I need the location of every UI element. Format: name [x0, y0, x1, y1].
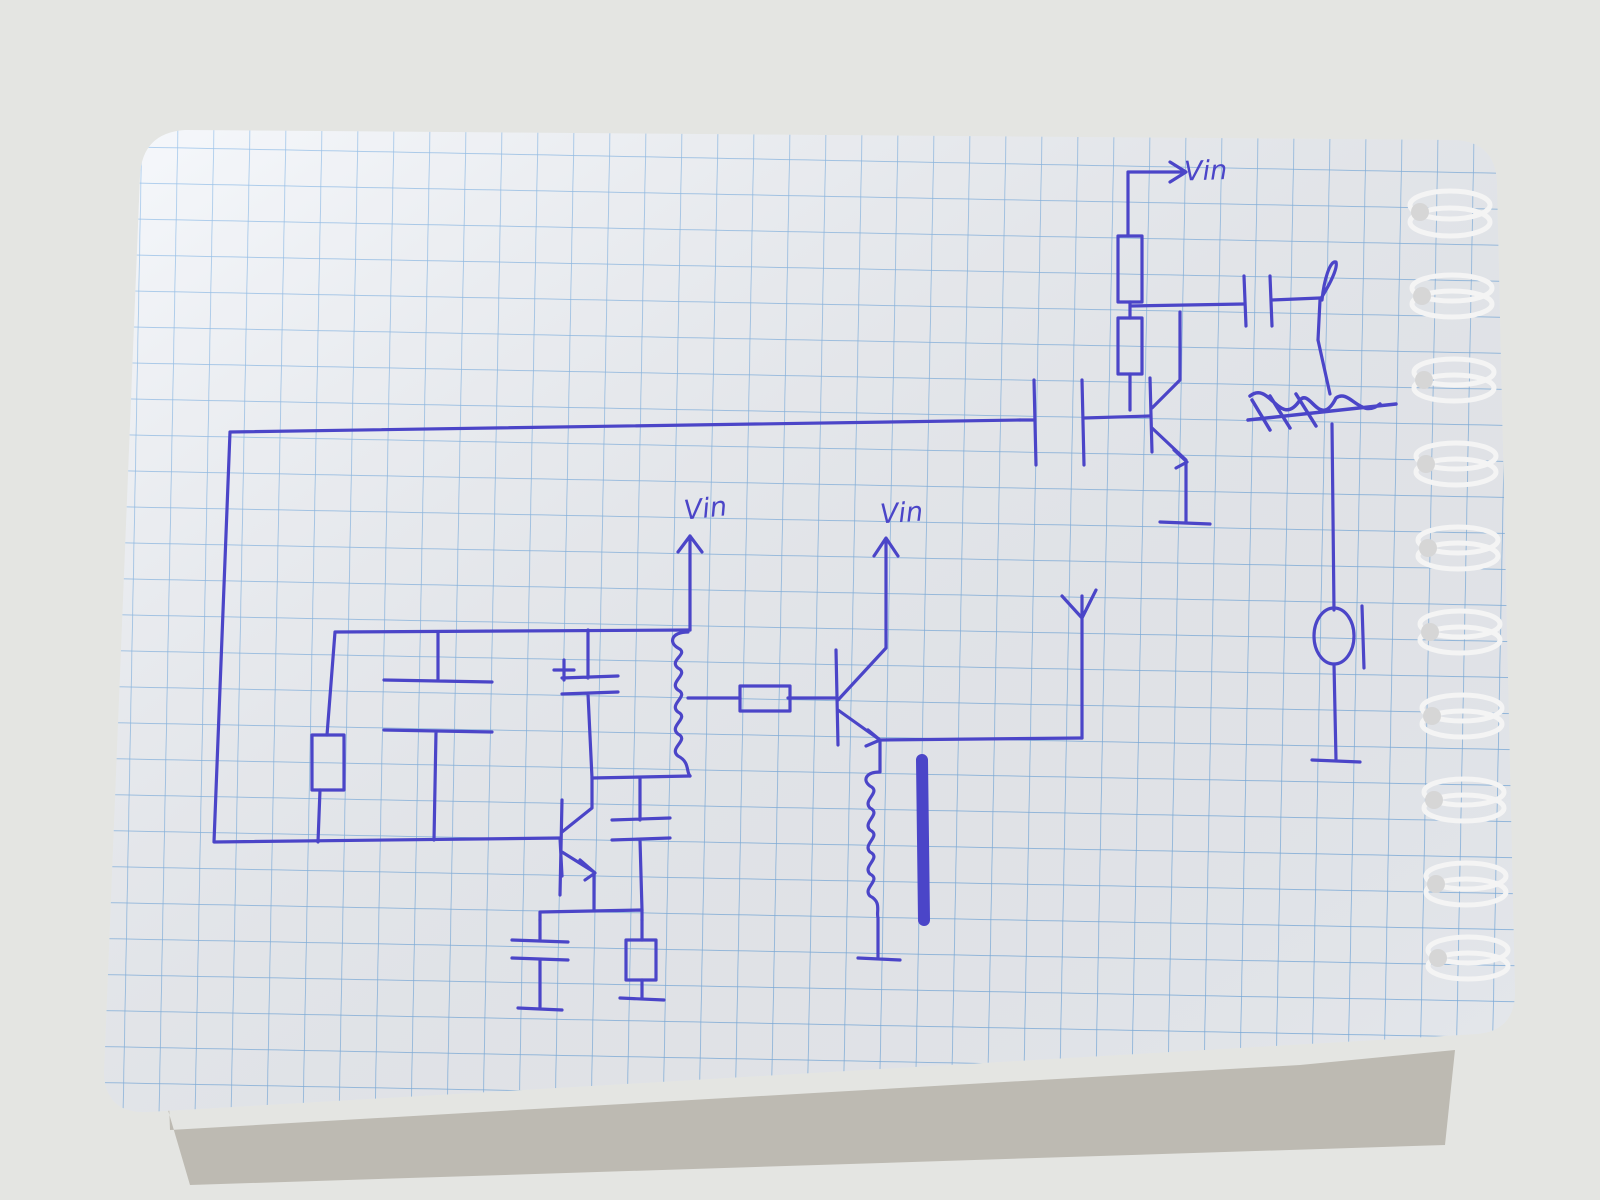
inductor-tank: [670, 630, 692, 778]
spiral-ring: [1407, 188, 1493, 239]
transistor-amplifier: [1148, 310, 1212, 526]
spiral-ring: [1419, 692, 1505, 740]
spiral-ring: [1425, 934, 1511, 982]
resistor-left: [310, 733, 346, 792]
oscillator-tank: [552, 628, 692, 912]
transistor-buffer: [834, 536, 1098, 962]
spiral-ring: [1411, 356, 1497, 404]
vin-label-left: Vin: [682, 491, 728, 526]
probe-pin: [1316, 260, 1338, 342]
capacitor-electrolytic: [552, 628, 620, 780]
transistor-oscillator: [510, 776, 666, 1012]
feedback-wire: [212, 418, 1022, 844]
ferrite-rod: [916, 754, 930, 926]
antenna: [1060, 588, 1098, 740]
spiral-ring: [1409, 272, 1495, 320]
spiral-ring: [1413, 440, 1499, 488]
scribble-component: [1246, 391, 1398, 432]
spiral-binding: [1407, 188, 1511, 982]
spiral-ring: [1417, 608, 1503, 656]
vin-label-middle: Vin: [879, 496, 924, 530]
capacitor-emitter: [510, 918, 570, 1012]
rc-network: [310, 628, 692, 844]
vin-supply-left: [676, 534, 704, 632]
spiral-ring: [1421, 776, 1507, 824]
circuit-schematic: [212, 160, 1398, 1012]
capacitor-output: [1242, 274, 1322, 328]
spiral-ring: [1415, 524, 1501, 572]
capacitor-coupling: [1018, 378, 1152, 467]
vin-labels: Vin Vin Vin: [682, 155, 1227, 530]
spiral-ring: [1423, 860, 1509, 908]
notebook-cardboard-back: [140, 285, 1455, 1185]
vin-label-top: Vin: [1184, 155, 1228, 187]
amplifier-stage: [1018, 160, 1398, 764]
capacitor-left: [382, 630, 494, 842]
inductor-antenna: [856, 738, 902, 962]
